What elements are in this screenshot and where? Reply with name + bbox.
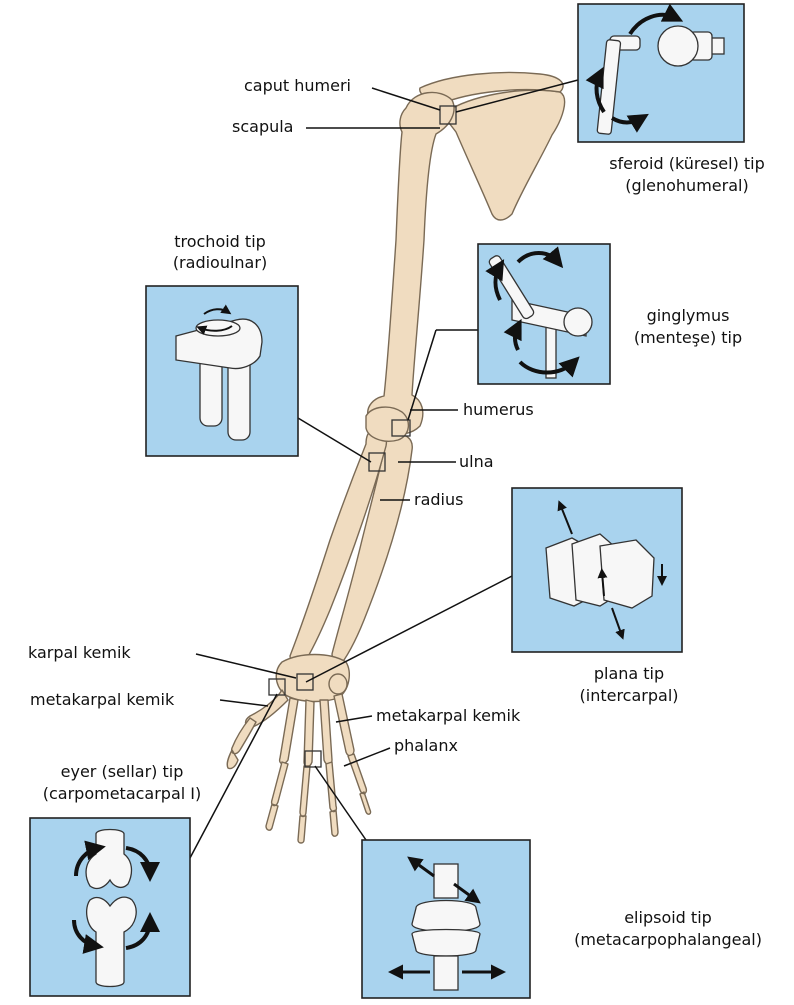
label-phalanx: phalanx — [394, 736, 458, 756]
label-ulna: ulna — [459, 452, 494, 472]
label-sellar-line2: (carpometacarpal I) — [43, 784, 202, 804]
metacarpal-2 — [280, 698, 298, 764]
label-caput-humeri: caput humeri — [244, 76, 351, 96]
panel-ginglymus — [478, 244, 610, 384]
label-scapula: scapula — [232, 117, 293, 137]
label-radius: radius — [414, 490, 463, 510]
leader-metakarpal-left — [220, 700, 268, 706]
metacarpal-4 — [320, 700, 332, 765]
leader-sellar — [190, 694, 277, 858]
label-karpal-kemik: karpal kemik — [28, 643, 131, 663]
label-ginglymus-line1: ginglymus — [647, 306, 730, 326]
finger-4 — [326, 762, 338, 836]
label-ellipsoid-line2: (metacarpophalangeal) — [574, 930, 762, 950]
humerus-bone — [368, 92, 454, 434]
label-trochoid-line1: trochoid tip — [174, 232, 266, 252]
label-metakarpal-kemik-left: metakarpal kemik — [30, 690, 174, 710]
label-humerus: humerus — [463, 400, 534, 420]
label-ellipsoid-line1: elipsoid tip — [624, 908, 712, 928]
metacarpal-5 — [334, 694, 354, 756]
label-ginglymus-line2: (menteşe) tip — [634, 328, 742, 348]
finger-3 — [298, 766, 310, 843]
plana-joint-model — [546, 534, 654, 608]
leader-trochoid — [298, 418, 371, 462]
label-sellar-line1: eyer (sellar) tip — [61, 762, 184, 782]
label-spheroid-line2: (glenohumeral) — [625, 176, 748, 196]
skeleton — [227, 73, 564, 843]
panel-spheroid — [578, 4, 744, 142]
panel-sellar — [30, 818, 190, 996]
panel-plana — [512, 488, 682, 652]
label-spheroid-line1: sferoid (küresel) tip — [609, 154, 765, 174]
panel-trochoid — [146, 286, 298, 456]
label-plana-line2: (intercarpal) — [580, 686, 679, 706]
label-plana-line1: plana tip — [594, 664, 664, 684]
label-trochoid-line2: (radioulnar) — [173, 253, 267, 273]
finger-2 — [266, 762, 288, 830]
label-metakarpal-kemik-right: metakarpal kemik — [376, 706, 520, 726]
panel-ellipsoid — [362, 840, 530, 998]
